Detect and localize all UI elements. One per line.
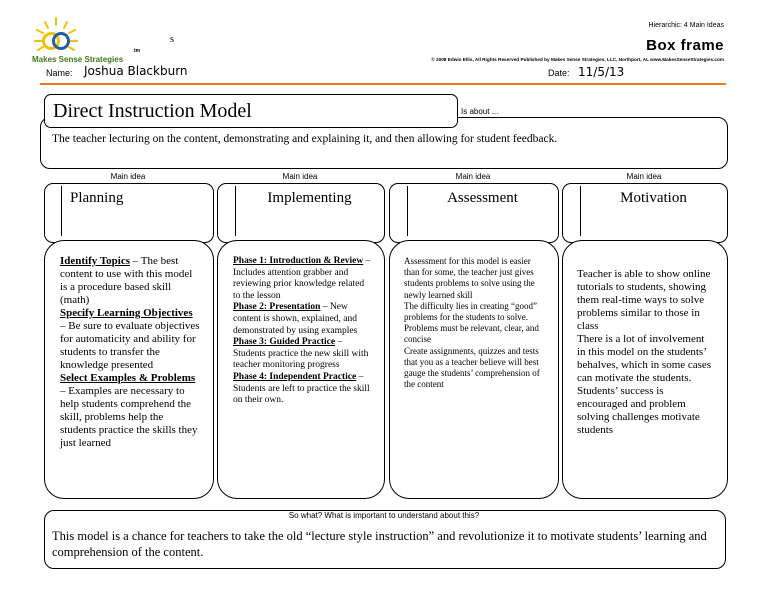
detail-box-assessment [389,240,559,499]
main-idea-title-planning[interactable]: Planning [70,190,124,206]
hierarchic-label: Hierarchic: 4 Main Ideas [648,22,724,29]
copyright-notice: © 2008 Edwin Ellis, All Rights Reserved … [431,57,724,62]
so-what-text[interactable]: This model is a chance for teachers to t… [52,529,707,559]
topic-title[interactable]: Direct Instruction Model [53,100,252,122]
date-label: Date: [548,68,570,78]
logo-icon [32,16,80,56]
is-about-text[interactable]: The teacher lecturing on the content, de… [52,133,558,145]
detail-box-implementing [217,240,385,499]
detail-text-assessment[interactable]: Assessment for this model is easier than… [404,256,540,390]
date-field[interactable]: 11/5/13 [578,65,625,79]
topic-box [44,94,458,128]
name-field[interactable]: Joshua Blackburn [84,64,188,78]
so-what-box [44,510,726,569]
so-what-label: So what? What is important to understand… [288,511,480,520]
brand-name: Makes Sense Strategies [32,55,124,64]
main-idea-title-motivation[interactable]: Motivation [620,190,687,206]
main-idea-box-motivation [562,183,728,243]
main-idea-divider [407,186,408,236]
main-idea-divider [235,186,236,236]
detail-box-motivation [562,240,728,499]
main-idea-label-3: Main idea [455,172,491,181]
trademark-mark: tm [134,48,141,54]
main-idea-title-assessment[interactable]: Assessment [447,190,518,206]
box-frame-title: Box frame [646,37,724,54]
detail-text-planning[interactable]: Identify Topics – The best content to us… [60,255,200,449]
s-mark: s [170,34,174,45]
main-idea-label-4: Main idea [626,172,662,181]
is-about-label: Is about ... [461,107,499,116]
main-idea-box-implementing [217,183,385,243]
main-idea-title-implementing[interactable]: Implementing [267,190,352,206]
header-divider [40,83,726,85]
main-idea-label-1: Main idea [110,172,146,181]
name-label: Name: [46,68,73,78]
main-idea-divider [580,186,581,236]
main-idea-divider [61,186,62,236]
detail-text-motivation[interactable]: Teacher is able to show online tutorials… [577,268,712,436]
detail-box-planning [44,240,214,499]
main-idea-label-2: Main idea [282,172,318,181]
detail-text-implementing[interactable]: Phase 1: Introduction & Review – Include… [233,256,371,406]
main-idea-box-assessment [389,183,559,243]
